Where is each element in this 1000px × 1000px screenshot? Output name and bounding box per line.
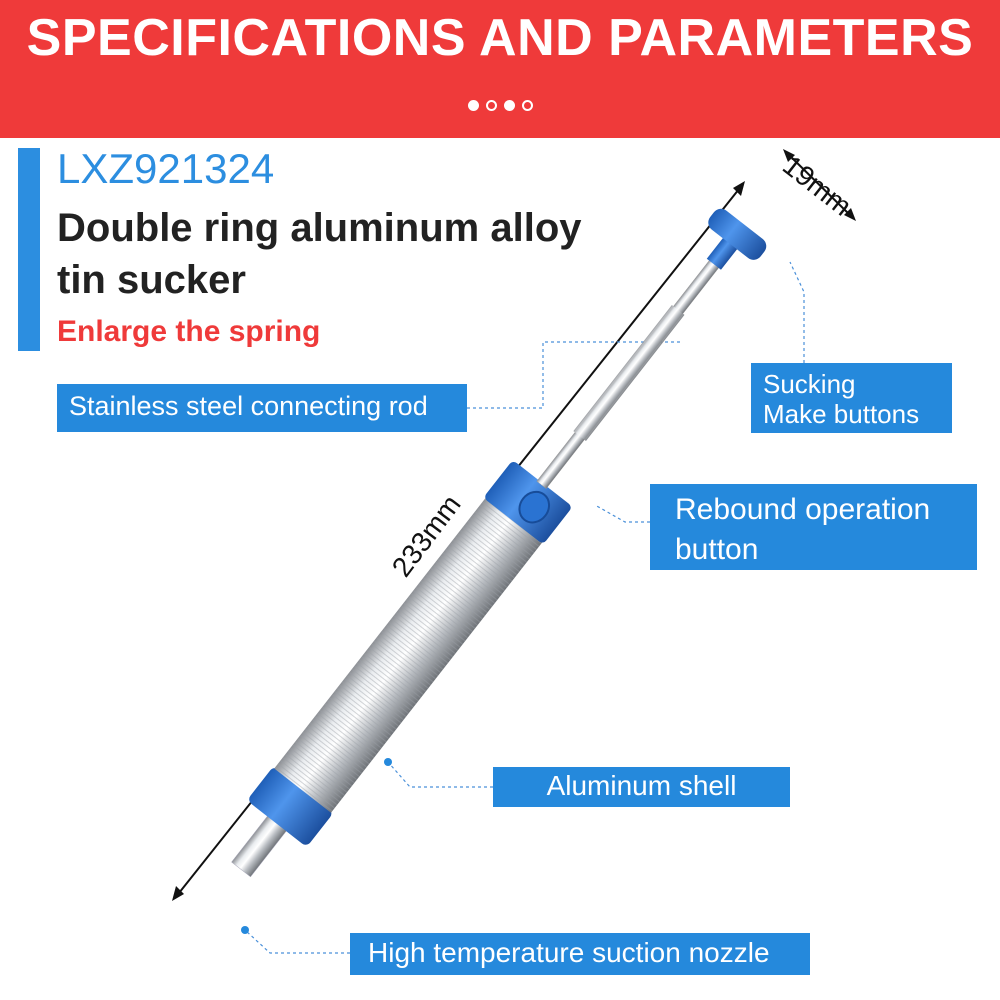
callout-suction-nozzle-text: High temperature suction nozzle bbox=[368, 937, 770, 968]
callout-rebound-button: Rebound operation button bbox=[650, 484, 977, 570]
banner-title: SPECIFICATIONS AND PARAMETERS bbox=[26, 9, 974, 67]
pager-dot-1[interactable] bbox=[467, 100, 479, 111]
callout-aluminum-shell-text: Aluminum shell bbox=[546, 770, 737, 801]
callout-rebound-line1: Rebound operation bbox=[675, 493, 931, 526]
callout-rebound-line2: button bbox=[675, 533, 759, 566]
feature-highlight: Enlarge the spring bbox=[57, 315, 321, 348]
callout-connecting-rod: Stainless steel connecting rod bbox=[57, 384, 467, 432]
width-dimension-arrow bbox=[783, 149, 856, 221]
bottom-cap bbox=[249, 768, 332, 845]
plunger-knob bbox=[708, 208, 767, 260]
title-accent-bar bbox=[18, 148, 40, 351]
callout-leader-lines bbox=[244, 261, 805, 954]
callout-sucking-button: Sucking Make buttons bbox=[751, 363, 952, 433]
pager-dots bbox=[0, 100, 1000, 111]
product-name: Double ring aluminum alloy tin sucker bbox=[57, 206, 582, 302]
pager-dot-3[interactable] bbox=[503, 100, 515, 111]
header-banner: SPECIFICATIONS AND PARAMETERS bbox=[0, 0, 1000, 138]
rebound-button bbox=[518, 490, 551, 524]
callout-sucking-line1: Sucking bbox=[763, 369, 856, 399]
callout-sucking-line2: Make buttons bbox=[763, 399, 920, 429]
callout-suction-nozzle: High temperature suction nozzle bbox=[350, 933, 810, 975]
pager-dot-2[interactable] bbox=[485, 100, 497, 111]
callout-aluminum-shell: Aluminum shell bbox=[493, 767, 790, 807]
callout-connecting-rod-text: Stainless steel connecting rod bbox=[69, 391, 428, 421]
pager-dot-4[interactable] bbox=[521, 100, 533, 111]
pump-body bbox=[231, 208, 767, 878]
model-number: LXZ921324 bbox=[57, 145, 275, 192]
